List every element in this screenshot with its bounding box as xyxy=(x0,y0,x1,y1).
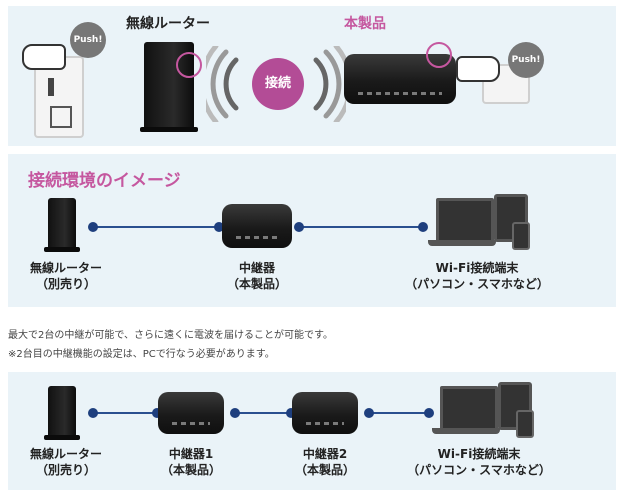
router-image xyxy=(44,386,80,440)
router-button-highlight xyxy=(176,52,202,78)
repeater1-image xyxy=(158,392,224,434)
hand-left-icon xyxy=(22,44,66,70)
topology-heading: 接続環境のイメージ xyxy=(28,171,181,191)
link-dot xyxy=(88,222,98,232)
client-caption: Wi-Fi接続端末 （パソコン・スマホなど） xyxy=(407,447,551,477)
router-caption: 無線ルーター （別売り） xyxy=(29,261,102,291)
push-bubble-left: Push! xyxy=(70,22,106,58)
link-dot xyxy=(286,408,296,418)
repeater2-caption: 中継器2 （本製品） xyxy=(294,447,355,477)
repeater1-caption: 中継器1 （本製品） xyxy=(160,447,221,477)
link-dot xyxy=(364,408,374,418)
link-line xyxy=(368,412,428,414)
phone-icon xyxy=(516,410,534,438)
signal-waves-icon xyxy=(206,46,346,122)
note-line-1: 最大で2台の中継が可能で、さらに遠くに電波を届けることが可能です。 xyxy=(8,330,333,341)
link-dot xyxy=(418,222,428,232)
topology-single-panel: 接続環境のイメージ 無線ルーター （別売り） 中継器 （本製品） Wi-Fi接続… xyxy=(8,154,616,307)
repeater-caption: 中継器 （本製品） xyxy=(226,261,287,291)
link-dot xyxy=(152,408,162,418)
product-title: 本製品 xyxy=(344,16,386,32)
link-line xyxy=(94,412,158,414)
topology-double-panel: 無線ルーター （別売り） 中継器1 （本製品） 中継器2 （本製品） Wi-Fi… xyxy=(8,372,616,490)
router-title: 無線ルーター xyxy=(126,16,210,32)
link-dot xyxy=(294,222,304,232)
note-line-2: ※2台目の中継機能の設定は、PCで行なう必要があります。 xyxy=(8,349,275,360)
client-caption: Wi-Fi接続端末 （パソコン・スマホなど） xyxy=(405,261,549,291)
tablet-icon xyxy=(494,194,528,242)
router-image xyxy=(44,198,80,252)
connect-badge: 接続 xyxy=(252,58,304,110)
link-dot xyxy=(424,408,434,418)
router-caption: 無線ルーター （別売り） xyxy=(29,447,102,477)
link-dot xyxy=(214,222,224,232)
link-dot xyxy=(88,408,98,418)
link-dot xyxy=(230,408,240,418)
repeater2-image xyxy=(292,392,358,434)
product-button-highlight xyxy=(426,42,452,68)
laptop-icon xyxy=(436,198,494,244)
link-line xyxy=(234,412,292,414)
phone-icon xyxy=(512,222,530,250)
link-line xyxy=(94,226,218,228)
hand-right-icon xyxy=(456,56,500,82)
link-line xyxy=(298,226,422,228)
laptop-icon xyxy=(440,386,498,432)
push-bubble-right: Push! xyxy=(508,42,544,78)
laptop-base-icon xyxy=(428,240,496,246)
repeater-image xyxy=(222,204,292,248)
laptop-base-icon xyxy=(432,428,500,434)
connection-illustration-panel: Push! 無線ルーター 接続 本製品 Push! xyxy=(8,6,616,146)
